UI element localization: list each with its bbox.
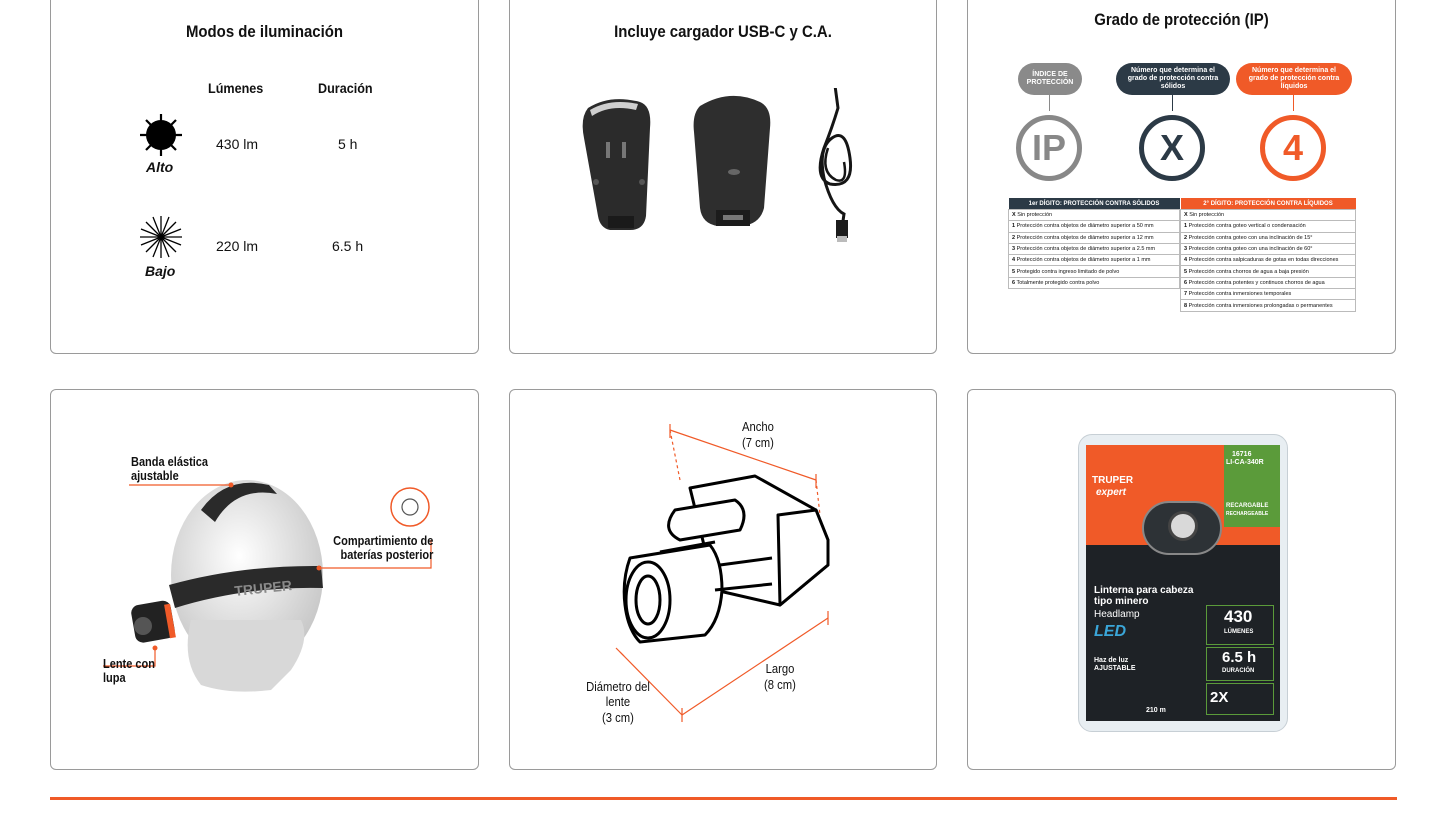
- table-row: 2 Protección contra goteo con una inclin…: [1180, 231, 1356, 244]
- connector-line: [1172, 95, 1173, 111]
- diameter-value: (3 cm): [602, 711, 634, 725]
- lamp-window: [1142, 501, 1222, 555]
- distance-label: 210 m: [1146, 707, 1166, 714]
- table-row: 6 Protección contra potentes y continuos…: [1180, 276, 1356, 290]
- badge-index: ÍNDICE DE PROTECCIÓN: [1018, 63, 1082, 95]
- badge-liquids: Número que determina el grado de protecc…: [1236, 63, 1352, 95]
- table-row: X Sin protección: [1008, 208, 1180, 222]
- duration-box: [1206, 647, 1274, 681]
- product-model: LI-CA-340R: [1226, 459, 1264, 466]
- four-circle: 4: [1260, 115, 1326, 181]
- band-label: Banda elástica ajustable: [131, 455, 209, 483]
- rechargeable-sub: RECHARGEABLE: [1226, 511, 1269, 517]
- rechargeable-label: RECARGABLE: [1226, 503, 1269, 509]
- led-label: LED: [1094, 623, 1126, 640]
- connector-line: [1293, 95, 1294, 111]
- footer-accent-bar: [50, 797, 1397, 800]
- sun-icon: [140, 114, 182, 156]
- charger-title: Incluye cargador USB-C y C.A.: [614, 22, 832, 41]
- lumens-box: [1206, 605, 1274, 645]
- lens-label: Lente con lupa: [103, 657, 155, 685]
- product-code: 16716: [1232, 451, 1252, 458]
- brand-sub: expert: [1096, 487, 1127, 498]
- product-name: Linterna para cabeza tipo minero: [1094, 585, 1194, 607]
- table-row: 3 Protección contra goteo con una inclin…: [1180, 242, 1356, 256]
- table-row: 1 Protección contra goteo vertical o con…: [1180, 220, 1356, 233]
- diameter-label: Diámetro del lente: [586, 680, 650, 709]
- starburst-icon: [140, 216, 182, 258]
- multiplier-value: 2X: [1210, 689, 1229, 706]
- table-row: 7 Protección contra inmersiones temporal…: [1180, 288, 1356, 301]
- charger-panel: Incluye cargador USB-C y C.A.: [509, 0, 937, 354]
- ip-circle: IP: [1016, 115, 1082, 181]
- duration-value: 6.5 h: [1222, 649, 1257, 666]
- width-label: Ancho: [742, 420, 774, 434]
- mode-low-duration: 6.5 h: [332, 238, 364, 254]
- solids-header: 1er DÍGITO: PROTECCIÓN CONTRA SÓLIDOS: [1008, 198, 1180, 210]
- duration-header: Duración: [318, 80, 373, 96]
- table-row: 4 Protección contra objetos de diámetro …: [1008, 254, 1180, 267]
- mode-low-label: Bajo: [145, 263, 176, 279]
- mode-high-label: Alto: [146, 159, 174, 175]
- table-row: 2 Protección contra objetos de diámetro …: [1008, 231, 1180, 244]
- badge-solids: Número que determina el grado de protecc…: [1116, 63, 1230, 95]
- ip-protection-panel: Grado de protección (IP) ÍNDICE DE PROTE…: [967, 0, 1396, 354]
- length-value: (8 cm): [764, 678, 796, 692]
- liquids-header: 2° DÍGITO: PROTECCIÓN CONTRA LÍQUIDOS: [1180, 198, 1356, 210]
- width-value: (7 cm): [742, 436, 774, 450]
- brand-logo: TRUPER: [1092, 475, 1134, 486]
- table-row: 3 Protección contra objetos de diámetro …: [1008, 242, 1180, 256]
- dimensions-panel: Ancho (7 cm) Largo (8 cm) Diámetro del l…: [509, 389, 937, 770]
- dimension-drawing: [615, 424, 830, 722]
- liquids-table: 2° DÍGITO: PROTECCIÓN CONTRA LÍQUIDOS X …: [1180, 198, 1356, 312]
- charger-image: [582, 88, 853, 242]
- ip-title: Grado de protección (IP): [1094, 10, 1269, 29]
- headlamp-features-panel: TRUPER Banda elástica ajustable Comparti…: [50, 389, 479, 770]
- table-row: 5 Protegido contra ingreso limitado de p…: [1008, 265, 1180, 278]
- x-circle: X: [1139, 115, 1205, 181]
- duration-unit: DURACIÓN: [1222, 668, 1255, 674]
- table-row: 1 Protección contra objetos de diámetro …: [1008, 220, 1180, 233]
- table-row: 6 Totalmente protegido contra polvo: [1008, 276, 1180, 290]
- length-label: Largo: [765, 662, 795, 676]
- solids-table: 1er DÍGITO: PROTECCIÓN CONTRA SÓLIDOS X …: [1008, 198, 1180, 290]
- multiplier-box: [1206, 683, 1274, 715]
- beam-label: Haz de luz AJUSTABLE: [1094, 657, 1136, 672]
- mode-low-lumens: 220 lm: [216, 238, 259, 254]
- lighting-modes-panel: Modos de iluminación Lúmenes Duración Al…: [50, 0, 479, 354]
- lumens-header: Lúmenes: [208, 80, 264, 96]
- lighting-modes-title: Modos de iluminación: [185, 22, 344, 41]
- mode-high-duration: 5 h: [338, 136, 358, 152]
- table-row: 4 Protección contra salpicaduras de gota…: [1180, 254, 1356, 267]
- lamp-lens: [1168, 511, 1198, 541]
- battery-label: Compartimiento de baterías posterior: [333, 534, 434, 562]
- lumens-value: 430: [1224, 607, 1253, 626]
- package-card: TRUPER expert 16716 LI-CA-340R RECARGABL…: [1086, 445, 1280, 721]
- product-name-en: Headlamp: [1094, 609, 1140, 620]
- strap-text: TRUPER: [234, 577, 293, 599]
- connector-line: [1049, 95, 1050, 111]
- mode-high-lumens: 430 lm: [216, 136, 259, 152]
- package-panel: TRUPER expert 16716 LI-CA-340R RECARGABL…: [967, 389, 1396, 770]
- table-row: 5 Protección contra chorros de agua a ba…: [1180, 265, 1356, 278]
- table-row: 8 Protección contra inmersiones prolonga…: [1180, 299, 1356, 312]
- mannequin-image: TRUPER: [103, 480, 432, 692]
- lumens-unit: LÚMENES: [1224, 629, 1254, 635]
- table-row: X Sin protección: [1180, 208, 1356, 222]
